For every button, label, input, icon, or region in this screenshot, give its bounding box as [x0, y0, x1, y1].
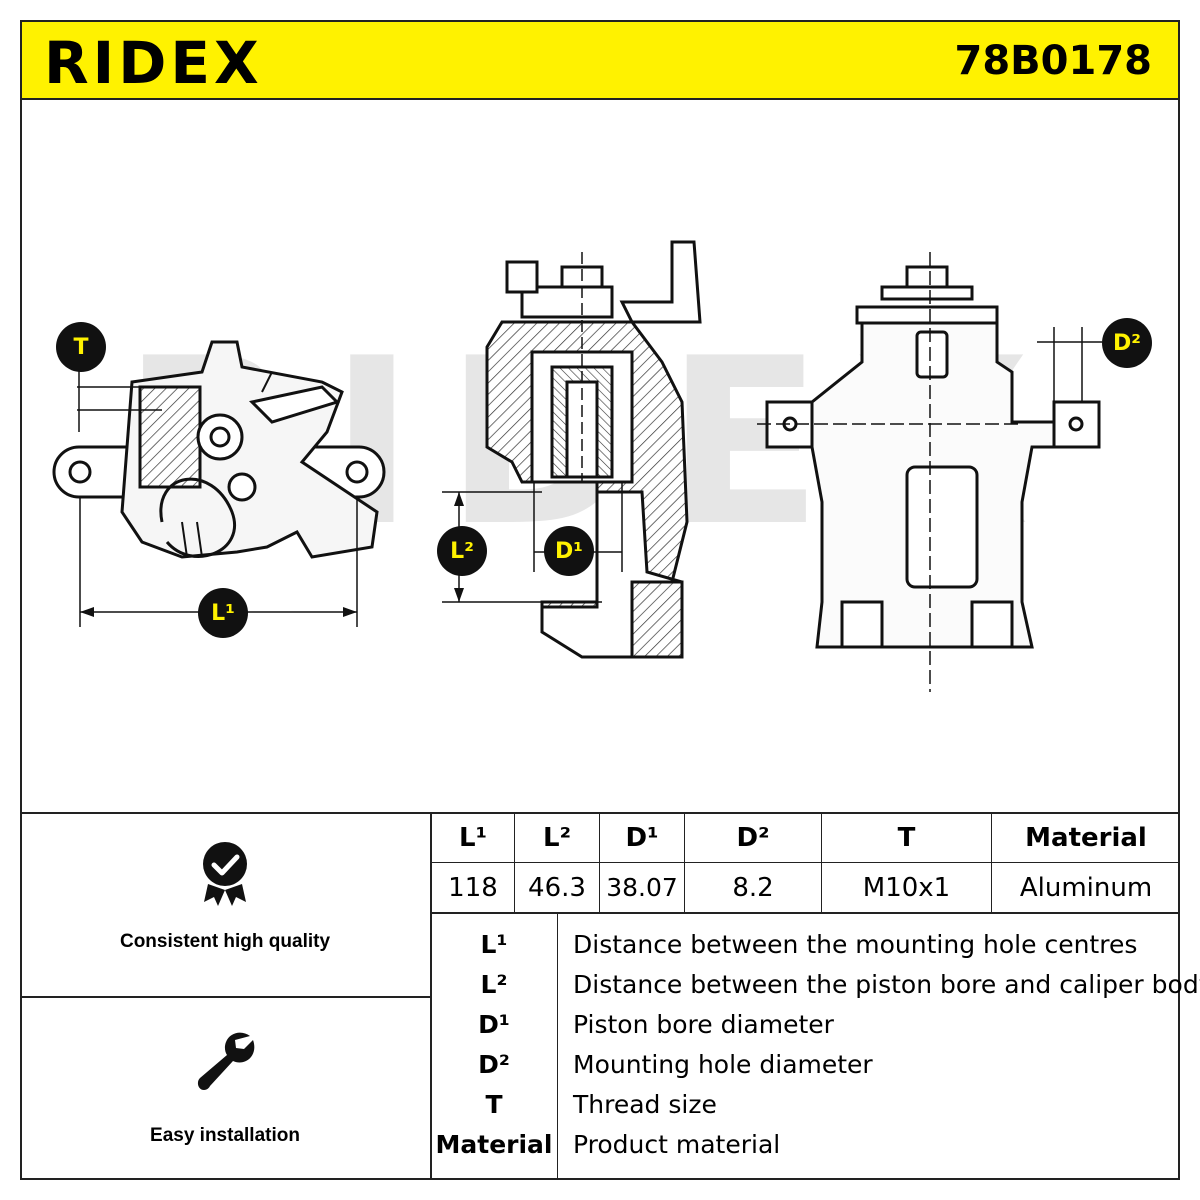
spec-value-l1: 118	[448, 872, 498, 903]
legend-desc-d1: Piston bore diameter	[573, 1010, 834, 1039]
spec-col-line-5	[991, 812, 992, 912]
legend-desc-l1: Distance between the mounting hole centr…	[573, 930, 1138, 959]
legend-key-l1: L¹	[480, 930, 508, 959]
spec-col-line-2	[599, 812, 600, 912]
brand-logo: RIDEX	[44, 29, 263, 97]
caliper-drawing: RIDEX	[52, 240, 1102, 692]
spec-col-line-4	[821, 812, 822, 912]
spec-col-line-1	[514, 812, 515, 912]
badge-l1: L¹	[198, 588, 248, 638]
feature-quality-label: Consistent high quality	[119, 931, 331, 952]
badge-d2: D²	[1102, 318, 1152, 368]
spec-value-d2: 8.2	[732, 872, 774, 903]
legend-desc-l2: Distance between the piston bore and cal…	[573, 970, 1200, 999]
legend-divider	[557, 914, 558, 1180]
legend-key-d1: D¹	[478, 1010, 510, 1039]
spec-header-d2: D²	[736, 823, 770, 853]
caliper-side-view	[52, 340, 386, 627]
wrench-icon	[197, 1032, 255, 1090]
legend-key-t: T	[485, 1090, 503, 1119]
spec-value-l2: 46.3	[528, 872, 586, 903]
legend-key-l2: L²	[480, 970, 508, 999]
quality-badge-icon	[203, 842, 247, 906]
legend-desc-t: Thread size	[573, 1090, 717, 1119]
spec-header-l1: L¹	[459, 823, 487, 853]
technical-drawing: RIDEX	[22, 102, 1178, 812]
legend-key-material: Material	[435, 1130, 553, 1159]
spec-table-bottom	[432, 912, 1180, 914]
feature-installation: Easy installation	[20, 1028, 430, 1147]
spec-header-l2: L²	[543, 823, 571, 853]
part-number: 78B0178	[954, 38, 1152, 84]
spec-header-material: Material	[1025, 823, 1147, 853]
caliper-section-view	[442, 240, 702, 659]
spec-value-t: M10x1	[862, 872, 951, 903]
feature-installation-label: Easy installation	[150, 1125, 300, 1146]
legend-desc-material: Product material	[573, 1130, 781, 1159]
feature-quality: Consistent high quality	[20, 840, 430, 953]
badge-l2: L²	[437, 526, 487, 576]
spec-value-material: Aluminum	[1019, 872, 1153, 903]
spec-col-line-3	[684, 812, 685, 912]
feature-divider	[20, 996, 432, 998]
caliper-front-view	[757, 252, 1102, 692]
spec-header-t: T	[897, 823, 916, 853]
section-divider	[20, 812, 1180, 814]
spec-header-divider	[432, 862, 1180, 863]
badge-t: T	[56, 322, 106, 372]
header-bar: RIDEX 78B0178	[20, 20, 1180, 100]
legend-desc-d2: Mounting hole diameter	[573, 1050, 873, 1079]
legend-key-d2: D²	[478, 1050, 510, 1079]
badge-d1: D¹	[544, 526, 594, 576]
spec-value-d1: 38.07	[606, 873, 678, 902]
spec-header-d1: D¹	[625, 823, 659, 853]
